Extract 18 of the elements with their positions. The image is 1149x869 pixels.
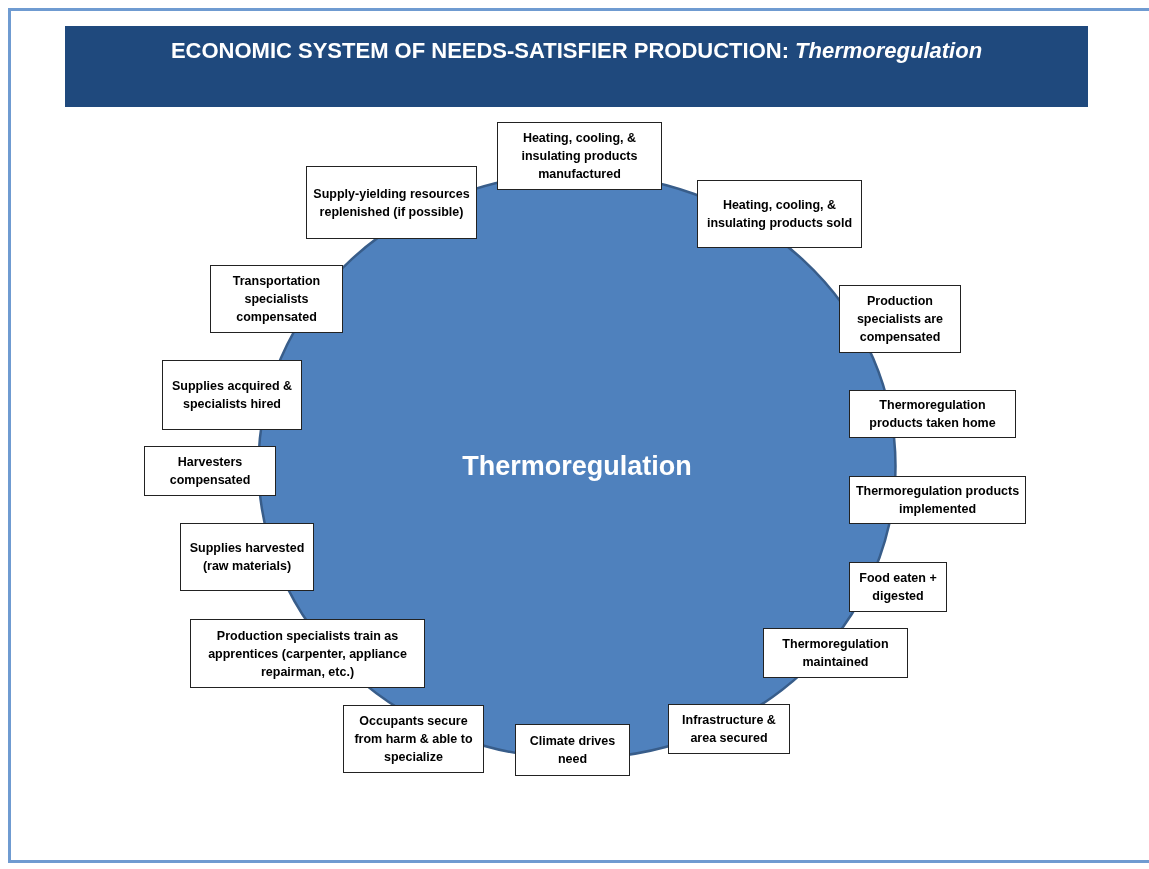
process-box: Supply-yielding resources replenished (if possible)	[306, 166, 477, 239]
process-box: Transportation specialists compensated	[210, 265, 343, 333]
process-box: Supplies harvested (raw materials)	[180, 523, 314, 591]
process-box: Production specialists are compensated	[839, 285, 961, 353]
circle-label: Thermoregulation	[462, 450, 692, 482]
process-box: Harvesters compensated	[144, 446, 276, 496]
process-box: Infrastructure & area secured	[668, 704, 790, 754]
process-box: Thermoregulation maintained	[763, 628, 908, 678]
process-box: Thermoregulation products taken home	[849, 390, 1016, 438]
process-box: Thermoregulation products implemented	[849, 476, 1026, 524]
process-box: Production specialists train as apprentices (carpenter, appliance repairman, etc.)	[190, 619, 425, 688]
process-box: Heating, cooling, & insulating products manufactured	[497, 122, 662, 190]
process-box: Heating, cooling, & insulating products sold	[697, 180, 862, 248]
title-banner: ECONOMIC SYSTEM OF NEEDS-SATISFIER PRODUCTION: Thermoregulation	[65, 26, 1088, 107]
process-box: Food eaten + digested	[849, 562, 947, 612]
process-box: Supplies acquired & specialists hired	[162, 360, 302, 430]
process-box: Climate drives need	[515, 724, 630, 776]
process-box: Occupants secure from harm & able to specialize	[343, 705, 484, 773]
